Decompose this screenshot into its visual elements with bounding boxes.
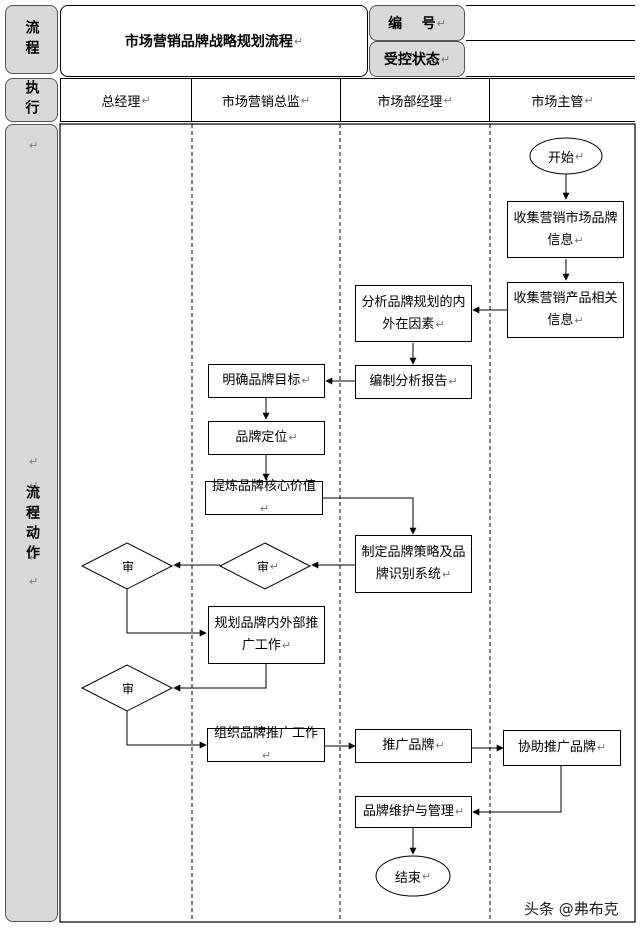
lanes-row-label-text: 执行 [23,80,40,120]
lane-title-marketing-manager: 市场部经理↵ [340,78,490,122]
status-value-cell [466,41,635,77]
header-row-label: 流程 [5,5,58,74]
para-mark: ↵ [29,575,39,588]
approve-node-2: 审↵ [256,559,280,574]
strategy-box: 制定品牌策略及品牌识别系统↵ [355,535,472,593]
code-label: 编 号 [388,16,436,32]
plan-promo-box: 规划品牌内外部推广工作↵ [208,606,325,664]
positioning-box: 品牌定位↵ [208,421,325,455]
arrow [126,589,207,637]
core-value-box: 提炼品牌核心价值↵ [205,479,323,515]
start-node: 开始↵ [547,149,585,166]
diagram-title-cell: 市场营销品牌战略规划流程↵ [60,5,368,77]
body-frame [59,123,636,923]
collect-brand-info-box: 收集营销市场品牌信息↵ [507,201,624,258]
promote-box: 推广品牌↵ [355,729,472,763]
lane-title-general-manager: 总经理↵ [60,78,192,122]
arrow [472,766,562,816]
diagram-title: 市场营销品牌战略规划流程 [124,34,293,50]
para-mark: ↵ [29,527,39,540]
approve-diamond-2 [218,542,312,590]
para-mark: ↵ [29,503,39,516]
end-ellipse [375,855,451,897]
end-node: 结束↵ [394,869,432,886]
assist-promo-box: 协助推广品牌↵ [503,730,621,766]
para-mark: ↵ [29,139,39,152]
body-row-label: ↵ ↵ ↵ ↵ ↵ ↵ ↵ 流程动作 [5,124,58,922]
arrow [323,497,417,535]
write-report-box: 编制分析报告↵ [355,365,472,399]
organize-promo-box: 组织品牌推广工作↵ [207,726,325,762]
status-label-cell: 受控状态↵ [369,41,465,77]
para-mark: ↵ [29,455,39,468]
lanes-row-label: 执行 [5,78,58,122]
header-row-label-text: 流程 [23,19,40,60]
para-mark: ↵ [29,551,39,564]
approve-node-1: 审 [121,559,134,574]
para-mark: ↵ [29,479,39,492]
code-label-cell: 编 号↵ [369,5,465,41]
arrow [126,711,207,749]
lane-title-marketing-director: 市场营销总监↵ [192,78,340,122]
watermark: 头条 @弗布克 [524,900,619,918]
body-row-label-text: 流程动作 [24,485,40,565]
collect-product-info-box: 收集营销产品相关信息↵ [507,282,624,338]
status-label: 受控状态 [383,52,440,68]
arrow [173,664,267,692]
approve-node-3: 审 [121,681,134,696]
analyze-factors-box: 分析品牌规划的内外在因素↵ [355,285,472,342]
define-goal-box: 明确品牌目标↵ [208,364,325,398]
maintain-box: 品牌维护与管理↵ [355,796,472,828]
lane-title-marketing-supervisor: 市场主管↵ [490,78,635,122]
code-value-cell [466,5,635,41]
